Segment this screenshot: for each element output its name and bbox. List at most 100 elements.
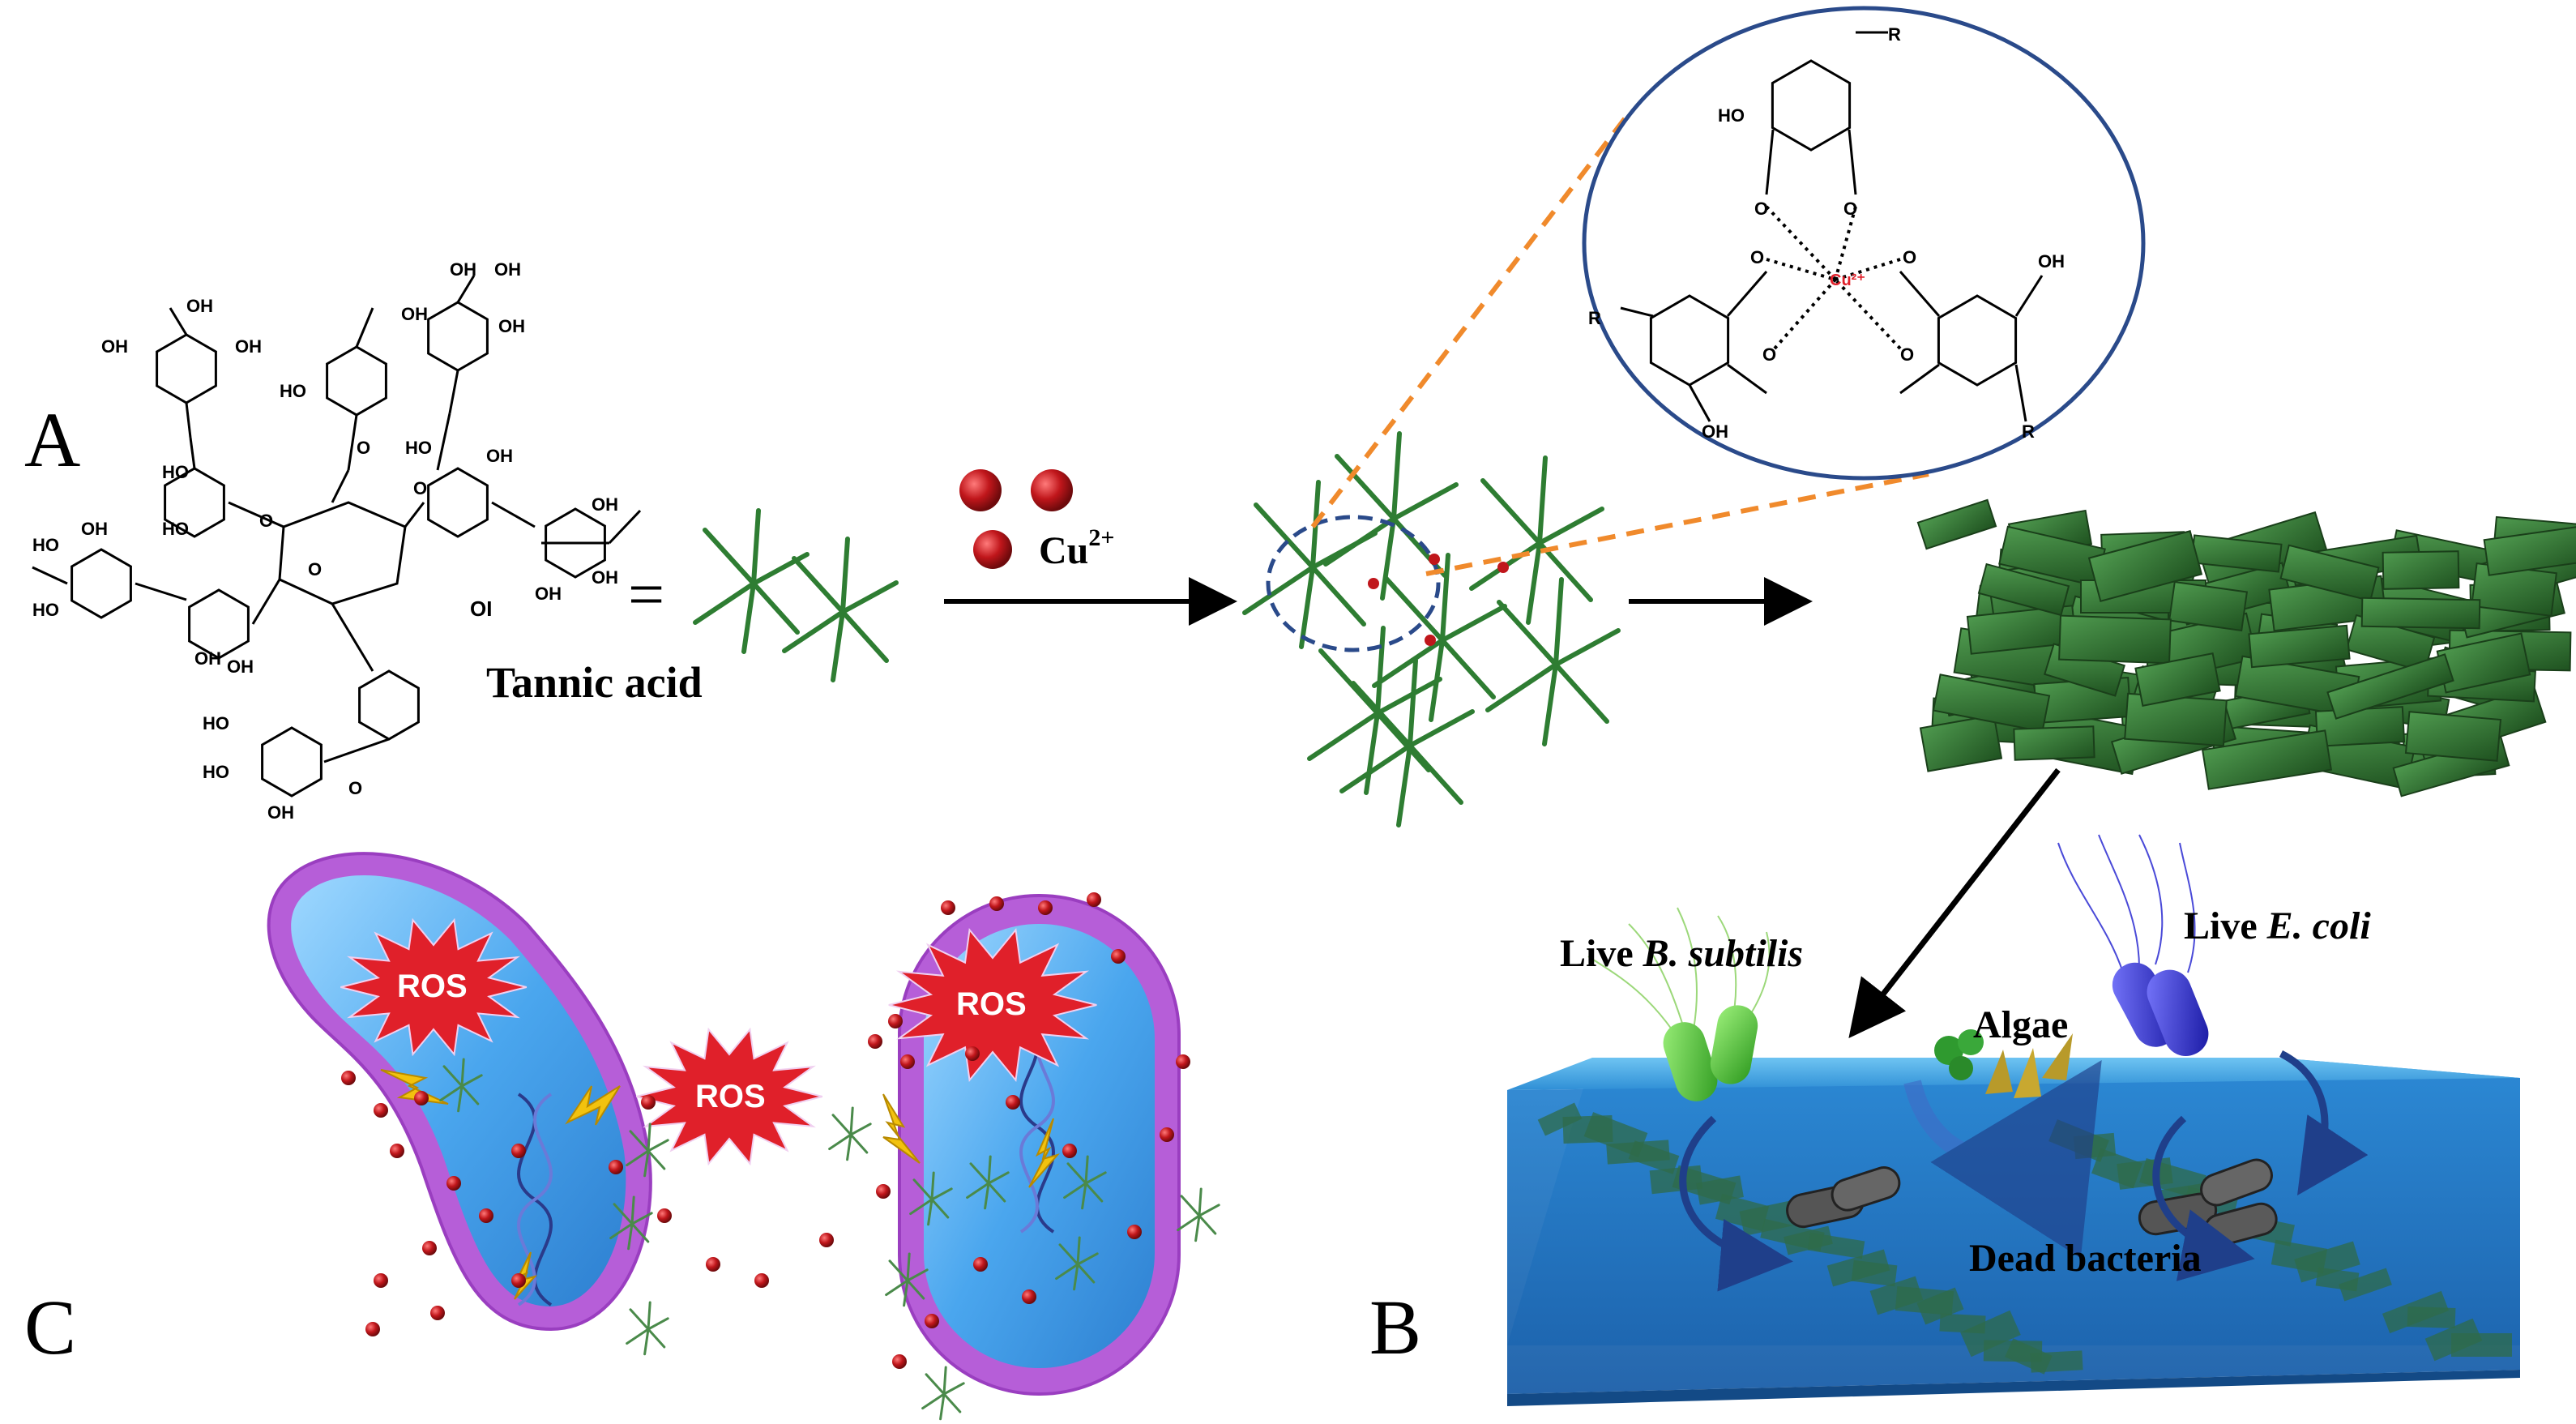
benzene-ring	[545, 507, 606, 579]
tannic-acid-icon	[782, 537, 899, 682]
star-arm	[630, 1222, 650, 1243]
chemical-bond	[185, 402, 192, 438]
benzene-ring	[188, 588, 250, 660]
star-arm	[925, 1373, 946, 1396]
star-arm	[942, 1366, 947, 1396]
chem-atom-label: O	[1750, 247, 1764, 267]
star-arm	[609, 1222, 634, 1240]
chem-atom-label: OH	[235, 336, 262, 357]
chemical-bond	[1727, 363, 1767, 395]
star-arm	[647, 1301, 651, 1331]
nanosheet-stack	[1916, 498, 2576, 798]
star-arm	[984, 1182, 990, 1210]
star-arm	[630, 1212, 653, 1225]
star-arm	[885, 1279, 909, 1297]
copper-ion-dot	[819, 1233, 834, 1247]
tannic-acid-structure	[32, 275, 642, 798]
chem-atom-label: OH	[494, 259, 521, 280]
star-arm	[1254, 502, 1315, 570]
live-bacterium-ecoli	[2147, 969, 2209, 1056]
star-arm	[1076, 1252, 1099, 1266]
chemical-bond	[169, 307, 188, 336]
star-arm	[1066, 1162, 1087, 1185]
zoom-line	[1425, 472, 1929, 576]
star-arm	[849, 1106, 854, 1136]
star-arm	[1380, 516, 1396, 601]
star-arm	[751, 552, 810, 586]
benzene-ring	[70, 548, 132, 619]
copper-ion-dot	[414, 1091, 429, 1105]
chem-atom-label: HO	[162, 519, 189, 539]
chemical-bond	[2014, 275, 2044, 317]
nanosheet	[2483, 523, 2576, 576]
fragment-star	[1177, 1187, 1220, 1242]
network-node	[1339, 658, 1475, 827]
panel-label-c: C	[24, 1284, 76, 1371]
copper-ion-dot	[706, 1257, 720, 1272]
star-arm	[828, 1133, 852, 1151]
star-arm	[1440, 553, 1450, 643]
chem-atom-label: O	[259, 511, 273, 531]
star-arm	[1553, 577, 1564, 667]
chem-atom-label: R	[2022, 421, 2035, 442]
star-arm	[626, 1149, 650, 1167]
live-bacterium-bsub	[1710, 1005, 1758, 1084]
copper-ion	[973, 530, 1012, 569]
star-arm	[1526, 541, 1542, 625]
star-arm	[1408, 658, 1418, 748]
fragment-star	[921, 1366, 965, 1421]
copper-ion-dot	[1006, 1095, 1020, 1110]
star-arm	[1198, 1204, 1220, 1217]
copper-ion-dot	[511, 1273, 526, 1288]
copper-catechol-coordination	[1620, 31, 2044, 422]
dispersed-nanosheet	[1696, 1175, 1744, 1205]
application-arrow	[1848, 768, 2061, 1039]
star-arm	[460, 1074, 483, 1088]
network-node	[1242, 480, 1378, 649]
chemical-bond	[189, 437, 196, 469]
chemical-bond	[1899, 363, 1940, 395]
star-arm	[1537, 455, 1548, 545]
coordination-bond	[1835, 258, 1901, 281]
star-arm	[903, 1279, 909, 1307]
chem-atom-label: HO	[203, 713, 229, 733]
fragment-star	[609, 1195, 653, 1251]
algae-label: Algae	[1973, 1003, 2068, 1046]
star-arm	[939, 1392, 946, 1421]
chem-atom-label: O	[348, 778, 362, 798]
copper-ion-dot	[1111, 949, 1126, 964]
chem-atom-label: OH	[486, 446, 513, 466]
chem-atom-label: OH	[81, 519, 108, 539]
star-arm	[782, 609, 845, 653]
star-arm	[647, 1317, 669, 1331]
copper-ion-dots	[341, 892, 1190, 1369]
star-arm	[751, 581, 800, 635]
chem-atom-label: O	[413, 478, 427, 498]
network-copper-nodes	[1368, 554, 1509, 646]
star-arm	[849, 1123, 872, 1136]
chem-atom-label: O	[308, 559, 322, 579]
star-arm	[1383, 575, 1445, 643]
copper-ion-dot	[641, 1095, 656, 1110]
chemical-bond	[32, 566, 68, 585]
star-arm	[1375, 677, 1442, 716]
nanosheet	[1932, 674, 2051, 733]
panel-label-a: A	[24, 396, 80, 483]
live-e-coli-label: Live E. coli	[2184, 904, 2371, 947]
star-arm	[460, 1058, 465, 1088]
star-arm	[1310, 565, 1366, 626]
star-arm	[942, 1392, 962, 1413]
copper-ion-dot	[888, 1014, 903, 1028]
nanosheet	[2326, 653, 2454, 720]
star-arm	[1480, 478, 1542, 545]
panel-label-b: B	[1369, 1284, 1421, 1371]
chemical-bond	[448, 370, 459, 414]
chemical-bond	[1726, 271, 1768, 317]
star-arm	[1084, 1171, 1107, 1185]
ros-burst-left: ROS	[340, 917, 528, 1057]
lightning-bolts	[380, 1069, 1060, 1300]
copper-ion-dot	[374, 1103, 388, 1118]
chemical-bond	[331, 603, 374, 672]
